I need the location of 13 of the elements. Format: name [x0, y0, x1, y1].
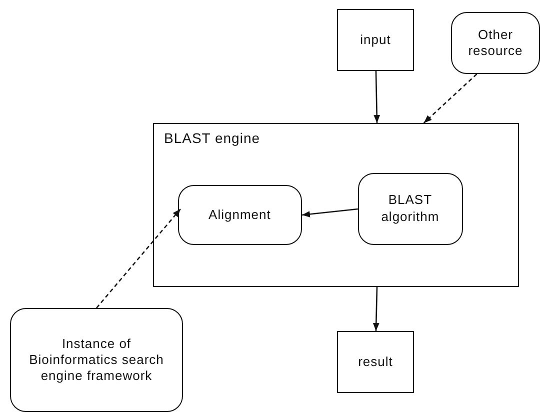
process-box: input — [337, 9, 414, 71]
process-box: result — [337, 331, 414, 393]
arrow — [372, 286, 380, 332]
rounded-box: Alignment — [178, 184, 302, 245]
engine-container — [153, 123, 519, 287]
arrow — [374, 70, 380, 124]
rounded-box: Instance of Bioinformatics search engine framework — [10, 308, 183, 412]
arrow — [96, 208, 181, 308]
rounded-box: Other resource — [451, 12, 540, 74]
container-title: BLAST engine — [164, 130, 260, 146]
rounded-box: BLAST algorithm — [358, 172, 463, 245]
arrow — [423, 74, 478, 124]
arrow — [302, 208, 358, 218]
